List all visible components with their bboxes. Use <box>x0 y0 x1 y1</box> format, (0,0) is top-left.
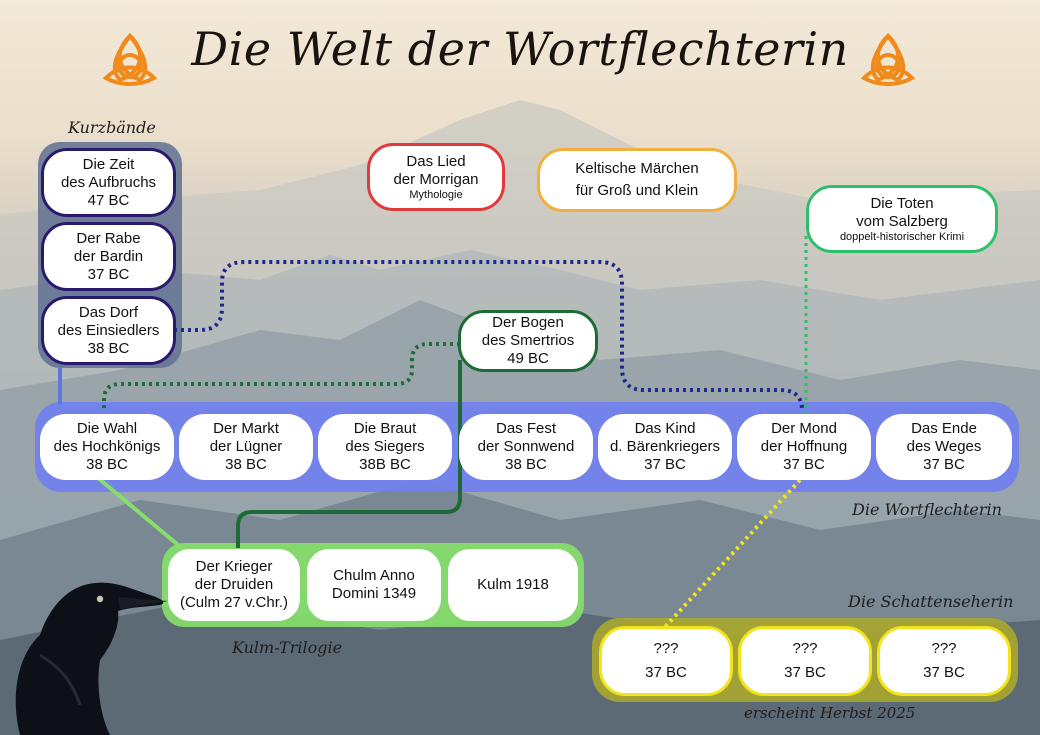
triquetra-icon <box>860 33 916 86</box>
triquetra-icon <box>102 33 158 86</box>
book-node: ???37 BC <box>738 626 872 696</box>
book-node: Kulm 1918 <box>448 549 578 621</box>
kulm-label: Kulm-Trilogie <box>232 638 343 657</box>
book-node: ???37 BC <box>877 626 1011 696</box>
book-node: ???37 BC <box>599 626 733 696</box>
raven-image <box>15 582 168 735</box>
schattenseherin-label: Die Schattenseherin <box>848 592 1014 611</box>
page-title: Die Welt der Wortflechterin <box>191 22 849 76</box>
release-note: erscheint Herbst 2025 <box>744 704 916 722</box>
wortflechterin-label: Die Wortflechterin <box>852 500 1002 519</box>
kurzbaende-label: Kurzbände <box>68 118 156 137</box>
